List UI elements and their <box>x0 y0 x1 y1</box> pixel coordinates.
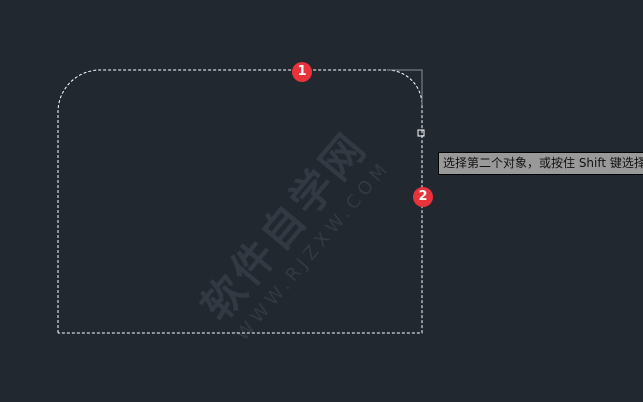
command-tooltip: 选择第二个对象，或按住 Shift 键选择 <box>438 152 643 175</box>
original-corner-preview <box>387 69 423 105</box>
fillet-arc-and-right-edge <box>58 69 423 334</box>
top-left-edges <box>57 69 387 333</box>
cursor-pickbox-icon <box>417 129 425 137</box>
step-marker-2: 2 <box>413 187 433 207</box>
selected-rectangle[interactable] <box>57 69 423 334</box>
step-marker-1: 1 <box>292 62 312 82</box>
